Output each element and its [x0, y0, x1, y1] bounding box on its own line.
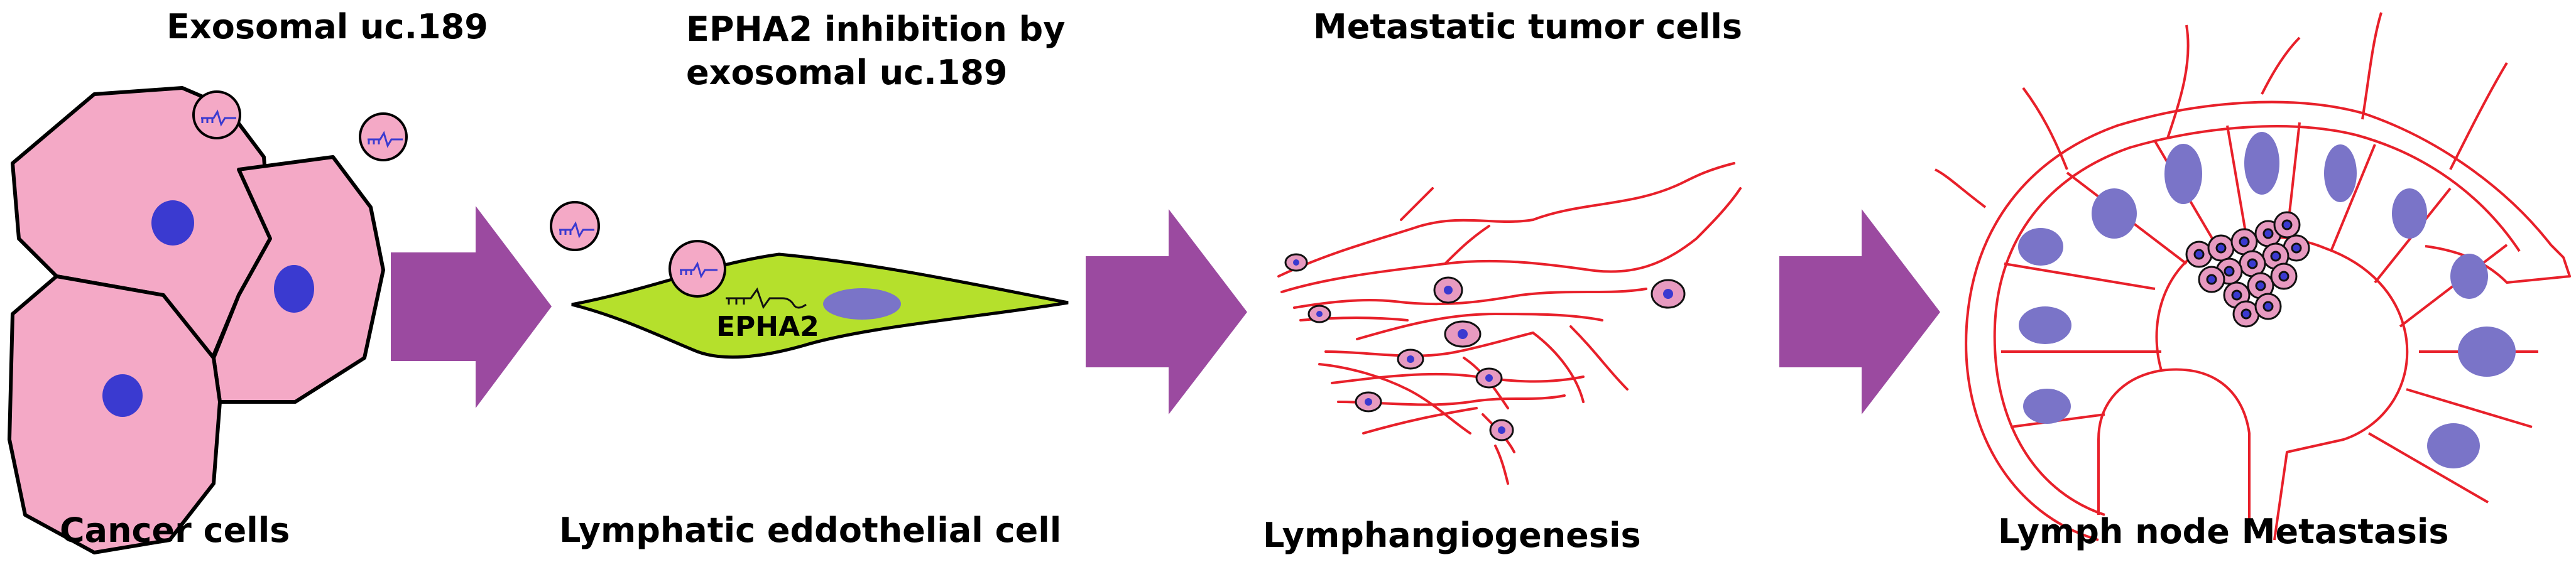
rna-strand-icon: [726, 287, 807, 310]
exosome: [359, 112, 408, 161]
tumor-cell: [1433, 276, 1463, 304]
tumor-cell: [2254, 293, 2282, 320]
tumor-cell: [1397, 348, 1424, 370]
label-cancer-cells: Cancer cells: [60, 510, 290, 550]
label-epha2-inhibition-line2: exosomal uc.189: [686, 53, 1008, 93]
label-lymphangiogenesis: Lymphangiogenesis: [1263, 516, 1641, 555]
label-lymph-node-metastasis: Lymph node Metastasis: [1998, 512, 2449, 551]
tumor-cell: [1651, 279, 1686, 309]
process-arrow-3: [1779, 209, 1940, 414]
tumor-cell: [1307, 305, 1331, 323]
tumor-cell: [1284, 253, 1308, 272]
tumor-cell: [1355, 391, 1382, 413]
lymphatic-endothelial-cell: [571, 252, 1069, 359]
tumor-cell: [1475, 367, 1503, 389]
tumor-cell: [2247, 272, 2274, 300]
exosome: [192, 90, 241, 139]
cancer-cell-nucleus: [151, 200, 194, 246]
cancer-cell-nucleus: [102, 374, 143, 417]
label-metastatic-tumor-cells: Metastatic tumor cells: [1313, 7, 1742, 46]
endothelial-nucleus: [823, 288, 901, 320]
metastatic-tumor-cluster: [2185, 211, 2310, 328]
label-exosomal-uc189: Exosomal uc.189: [166, 7, 488, 46]
label-epha2-inhibition-line1: EPHA2 inhibition by: [686, 9, 1066, 49]
tumor-cell: [2207, 234, 2235, 262]
tumor-cell: [1489, 419, 1514, 441]
epha2-label: EPHA2: [716, 311, 819, 343]
tumor-cell: [2198, 266, 2225, 293]
lymph-node: [1935, 12, 2571, 541]
lymphatic-vessels: [1277, 162, 1742, 485]
tumor-cell: [2185, 240, 2213, 268]
tumor-cell: [1444, 320, 1482, 348]
label-lymphatic-endothelial-cell: Lymphatic eddothelial cell: [559, 510, 1062, 550]
exosome: [550, 201, 600, 251]
label-epha2-inhibition: EPHA2 inhibition by exosomal uc.189: [686, 8, 1065, 94]
cancer-cell-nucleus: [274, 265, 314, 313]
lymph-node-nuclei: [2018, 132, 2516, 468]
tumor-cell: [2273, 211, 2301, 239]
tumor-cell: [2270, 262, 2298, 290]
cancer-cells-cluster: [8, 86, 385, 554]
process-arrow-1: [391, 206, 552, 408]
process-arrow-2: [1086, 209, 1247, 414]
exosome: [669, 240, 726, 298]
